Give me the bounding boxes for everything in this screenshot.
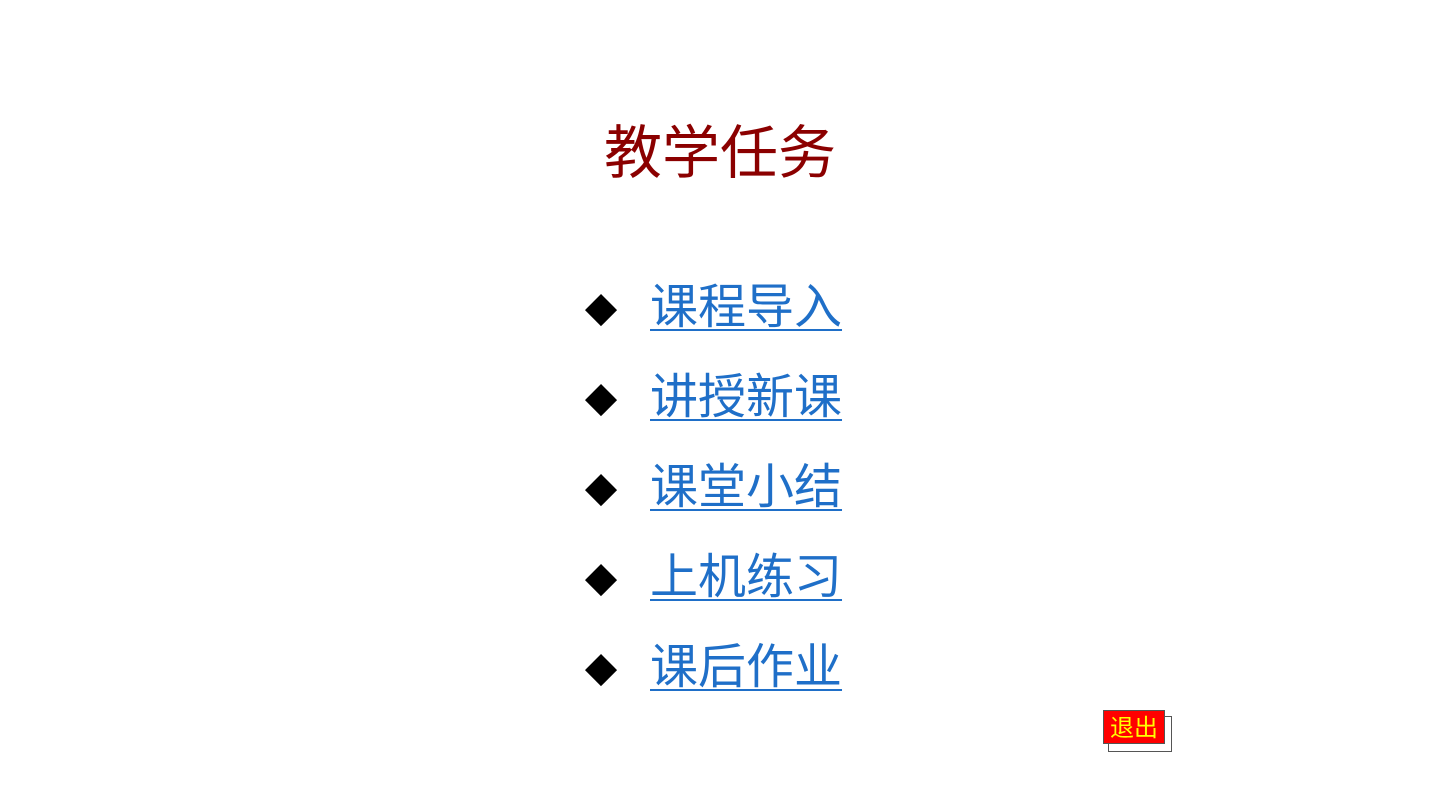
list-item: ◆ 课程导入: [580, 262, 842, 352]
task-menu: ◆ 课程导入 ◆ 讲授新课 ◆ 课堂小结 ◆ 上机练习 ◆ 课后作业: [580, 262, 842, 712]
exit-button[interactable]: 退出: [1103, 710, 1165, 744]
menu-link-class-summary[interactable]: 课堂小结: [650, 459, 843, 515]
diamond-bullet-icon: ◆: [584, 462, 618, 511]
list-item: ◆ 讲授新课: [580, 352, 842, 442]
menu-link-homework[interactable]: 课后作业: [650, 639, 843, 695]
list-item: ◆ 课后作业: [580, 622, 842, 712]
page-title: 教学任务: [603, 119, 836, 187]
diamond-bullet-icon: ◆: [584, 552, 618, 601]
exit-button-container: 退出: [1103, 710, 1173, 756]
diamond-bullet-icon: ◆: [584, 282, 618, 331]
list-item: ◆ 上机练习: [580, 532, 842, 622]
list-item: ◆ 课堂小结: [580, 442, 842, 532]
diamond-bullet-icon: ◆: [584, 642, 618, 691]
menu-link-new-lesson[interactable]: 讲授新课: [650, 369, 843, 425]
menu-link-course-intro[interactable]: 课程导入: [650, 279, 843, 335]
menu-link-lab-practice[interactable]: 上机练习: [650, 549, 843, 605]
diamond-bullet-icon: ◆: [584, 372, 618, 421]
